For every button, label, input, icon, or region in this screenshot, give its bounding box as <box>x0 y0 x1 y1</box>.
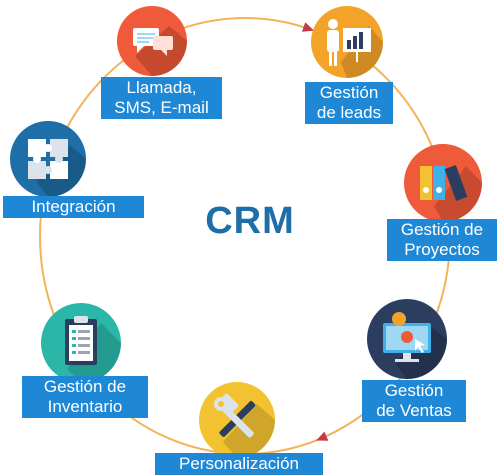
wrench-hammer-icon <box>199 382 275 458</box>
label-leads: Gestión de leads <box>305 82 393 124</box>
label-proyectos: Gestión de Proyectos <box>387 219 497 261</box>
binders-icon <box>404 144 482 222</box>
puzzle-icon <box>10 121 86 197</box>
monitor-coins-icon <box>367 299 447 379</box>
chat-bubbles-icon <box>117 6 187 76</box>
flow-arrow-4 <box>316 431 329 441</box>
flow-arrow-1 <box>301 22 315 32</box>
label-ventas: Gestión de Ventas <box>362 380 466 422</box>
label-personalizacion: Personalización <box>155 453 323 475</box>
label-integracion: Integración <box>3 196 144 218</box>
label-llamada: Llamada, SMS, E-mail <box>101 77 222 119</box>
clipboard-icon <box>41 303 121 383</box>
center-title: CRM <box>205 200 295 242</box>
presenter-chart-icon <box>311 6 383 78</box>
label-inventario: Gestión de Inventario <box>22 376 148 418</box>
